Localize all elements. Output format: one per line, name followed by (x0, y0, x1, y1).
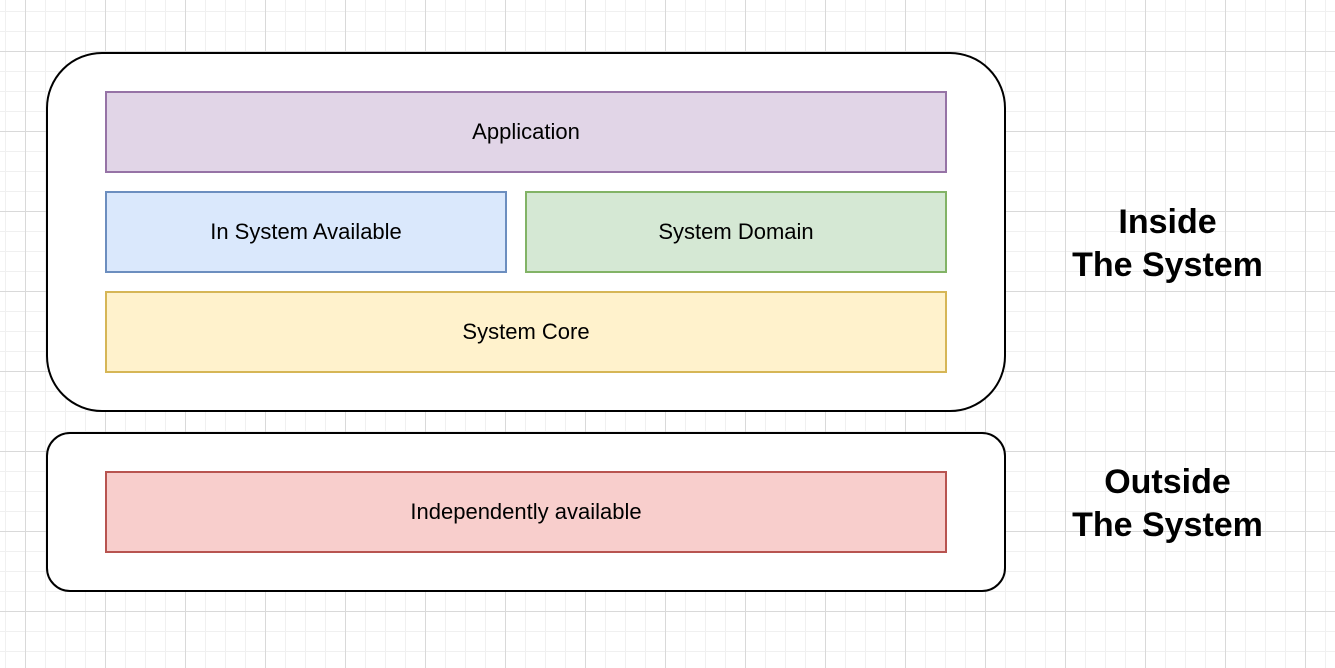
application-layer[interactable]: Application (105, 91, 947, 173)
in-system-available-layer[interactable]: In System Available (105, 191, 507, 273)
inside-label-line-2: The System (1072, 246, 1263, 284)
system-domain-layer[interactable]: System Domain (525, 191, 947, 273)
independently-available-layer[interactable]: Independently available (105, 471, 947, 553)
inside-system-label: Inside The System (1040, 201, 1295, 287)
outside-label-line-1: Outside (1104, 463, 1231, 501)
inside-label-line-1: Inside (1118, 203, 1217, 241)
system-core-layer[interactable]: System Core (105, 291, 947, 373)
outside-label-line-2: The System (1072, 506, 1263, 544)
outside-system-label: Outside The System (1040, 461, 1295, 547)
